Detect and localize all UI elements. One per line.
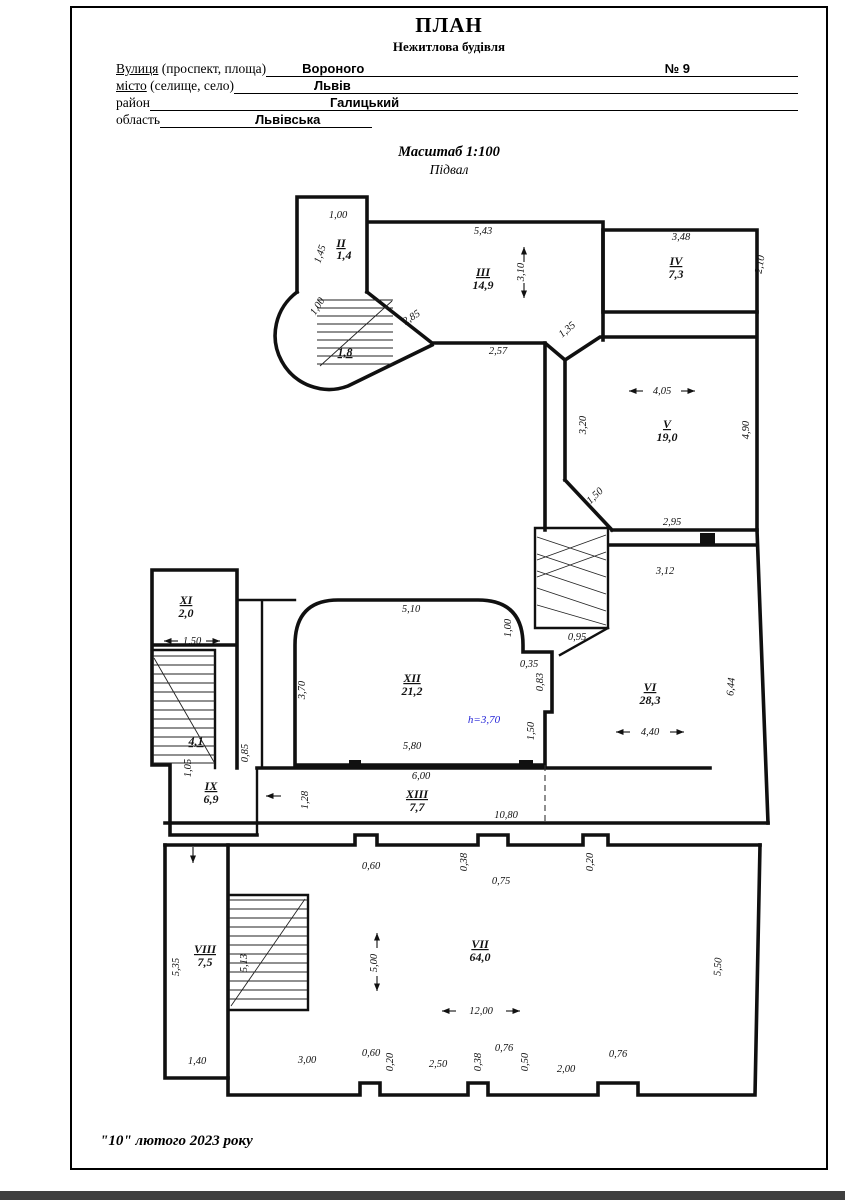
form-row-region: область Львівська [116, 111, 798, 128]
scan-edge-strip [0, 1191, 845, 1200]
region-fill-line: Львівська [160, 112, 373, 128]
street-label: Вулиця (проспект, площа) [116, 61, 267, 76]
city-fill-line: Львів [234, 78, 798, 94]
street-value: Вороного [302, 61, 365, 77]
street-fill-line: Вороного № 9 [266, 61, 798, 77]
region-value: Львівська [255, 112, 321, 128]
city-label: місто (селище, село) [116, 78, 235, 93]
document-date: "10" лютого 2023 року [100, 1133, 253, 1149]
district-fill-line: Галицький [149, 95, 798, 111]
document-subtitle: Нежитлова будівля [392, 39, 506, 54]
form-row-street: Вулиця (проспект, площа) Вороного № 9 [116, 60, 798, 77]
form-row-district: район Галицький [116, 94, 798, 111]
address-form: Вулиця (проспект, площа) Вороного № 9 мі… [116, 60, 798, 128]
document-border-frame: ПЛАН Нежитлова будівля Вулиця (проспект,… [70, 6, 828, 1170]
form-row-city: місто (селище, село) Львів [116, 77, 798, 94]
floor-label: Підвал [429, 162, 469, 177]
city-value: Львів [314, 78, 351, 94]
region-label: область [116, 112, 161, 127]
document-title: ПЛАН [415, 13, 483, 37]
district-label: район [116, 95, 150, 110]
district-value: Галицький [329, 95, 400, 111]
building-number: № 9 [664, 61, 690, 77]
scale-label: Масштаб 1:100 [398, 144, 500, 160]
